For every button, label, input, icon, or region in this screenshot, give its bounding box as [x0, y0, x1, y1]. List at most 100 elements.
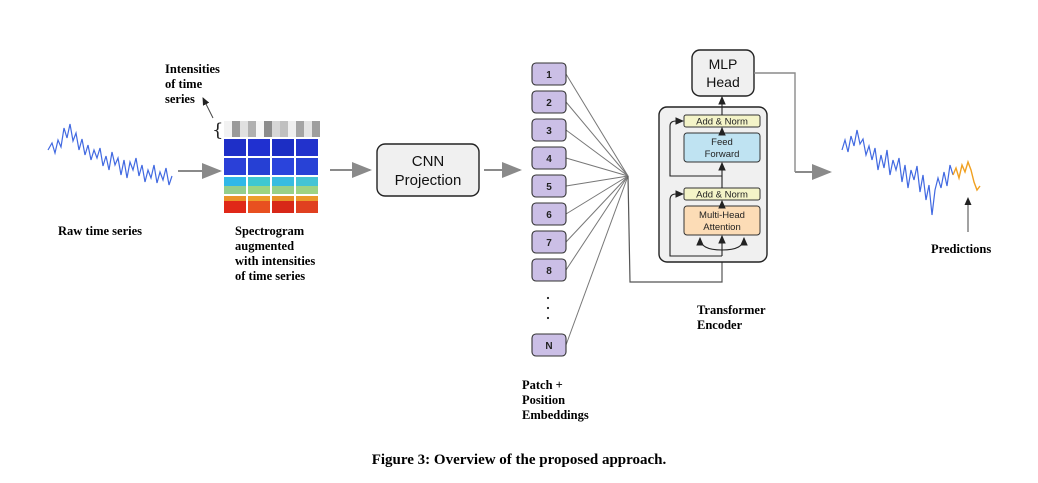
- patch-line1: Patch +: [522, 378, 563, 392]
- patch-line3: Embeddings: [522, 408, 589, 422]
- intensity-bar: [288, 121, 296, 137]
- spectrogram-tile: [248, 158, 270, 175]
- spectrogram-line4: of time series: [235, 269, 306, 283]
- patch-label: N: [545, 341, 552, 352]
- patch-box: [531, 62, 567, 86]
- spectrogram-tile: [296, 139, 318, 156]
- figure-caption: Figure 3: Overview of the proposed appro…: [371, 452, 667, 468]
- transformer-encoder-box: [658, 106, 768, 263]
- patch-box: [531, 118, 567, 142]
- intensity-bar: [256, 121, 264, 137]
- feed-forward-line1: Feed: [711, 137, 733, 148]
- output-history-signal: [841, 129, 954, 216]
- spectrogram-tile-band: [272, 186, 294, 194]
- transformer-line2: Encoder: [697, 318, 743, 332]
- feed-forward-line2: Forward: [705, 149, 740, 160]
- spectrogram-tile: [296, 158, 318, 175]
- encoder-internal-arrows: [669, 95, 748, 257]
- patch-box: [531, 174, 567, 198]
- raw-time-series-signal: [47, 123, 173, 186]
- spectrogram-tile: [272, 139, 294, 156]
- patch-embeddings-stack: 1 2 3 4 5 6 7 8N: [531, 62, 567, 357]
- cnn-projection-line2: Projection: [395, 172, 462, 189]
- intensities-line2: of time: [165, 77, 203, 91]
- spectrogram-tile: [272, 158, 294, 175]
- intensity-bar: [240, 121, 248, 137]
- intensity-bar: [272, 121, 280, 137]
- intensity-bar: [280, 121, 288, 137]
- patch-connection-lines: [565, 73, 629, 346]
- intensity-bar: [312, 121, 320, 137]
- patch-box: [531, 146, 567, 170]
- patch-box: [531, 90, 567, 114]
- spectrogram-tile-band: [224, 196, 246, 201]
- mlp-head-line1: MLP: [709, 56, 738, 72]
- spectrogram-tile-band: [296, 196, 318, 201]
- patch-line: [565, 175, 629, 187]
- attention-line2: Attention: [703, 222, 741, 233]
- spectrogram-tile-band: [272, 196, 294, 201]
- cnn-projection-line1: CNN: [412, 153, 445, 170]
- add-norm-top-label: Add & Norm: [696, 117, 748, 128]
- patch-label: 7: [546, 238, 552, 249]
- spectrogram-tile: [248, 139, 270, 156]
- intensity-bar: [296, 121, 304, 137]
- predictions-label: Predictions: [931, 242, 992, 256]
- spectrogram-label: Spectrogram augmented with intensities o…: [235, 224, 315, 284]
- prediction-signal: [952, 159, 981, 192]
- transformer-line1: Transformer: [697, 303, 766, 317]
- patch-line: [565, 73, 629, 177]
- spectrogram-line2: augmented: [235, 239, 295, 253]
- intensities-line3: series: [165, 92, 195, 106]
- patch-line2: Position: [522, 393, 566, 407]
- intensity-bar: [248, 121, 256, 137]
- patch-label: 8: [546, 266, 552, 277]
- spectrogram-tile-band: [296, 186, 318, 194]
- patch-label: 6: [546, 210, 552, 221]
- spectrogram-line3: with intensities: [235, 254, 316, 268]
- spectrogram-tile-band: [224, 186, 246, 194]
- patch-box: [531, 202, 567, 226]
- spectrogram-tile-band: [248, 196, 270, 201]
- spectrogram-tile: [224, 139, 246, 156]
- transformer-encoder-label: Transformer Encoder: [697, 303, 766, 333]
- ellipsis-dot: [546, 306, 550, 310]
- patch-label: 5: [546, 182, 552, 193]
- intensity-bar: [304, 121, 312, 137]
- ellipsis-dot: [546, 296, 550, 300]
- patch-line: [565, 129, 629, 177]
- patch-embeddings-label: Patch + Position Embeddings: [522, 378, 589, 423]
- patch-line: [565, 175, 629, 346]
- patch-label: 4: [546, 154, 552, 165]
- attention-line1: Multi-Head: [699, 210, 745, 221]
- add-norm-bottom-label: Add & Norm: [696, 190, 748, 201]
- fan-to-encoder-line: [627, 175, 723, 283]
- patch-box: [531, 258, 567, 282]
- intensities-line1: Intensities: [165, 62, 220, 76]
- patch-label: 1: [546, 70, 552, 81]
- intensities-label: Intensities of time series: [165, 62, 220, 107]
- intensity-bar: [264, 121, 272, 137]
- spectrogram-image: [224, 121, 320, 213]
- mlp-to-output-line: [754, 72, 796, 172]
- raw-time-series-label: Raw time series: [58, 224, 142, 238]
- spectrogram-line1: Spectrogram: [235, 224, 305, 238]
- mlp-head-line2: Head: [706, 74, 739, 90]
- intensity-bar: [224, 121, 232, 137]
- arrow-intensities: [202, 97, 214, 119]
- cnn-projection-box: [376, 143, 480, 197]
- ellipsis-dot: [546, 316, 550, 320]
- spectrogram-tile-band: [248, 186, 270, 194]
- patch-label: 3: [546, 126, 552, 137]
- intensity-bar: [232, 121, 240, 137]
- patch-label: 2: [546, 98, 552, 109]
- patch-line: [565, 175, 629, 243]
- patch-line: [565, 175, 629, 271]
- patch-line: [565, 157, 629, 177]
- patch-line: [565, 175, 629, 215]
- patch-box: [531, 230, 567, 254]
- patch-box: [531, 333, 567, 357]
- spectrogram-tile: [224, 158, 246, 175]
- patch-line: [565, 101, 629, 177]
